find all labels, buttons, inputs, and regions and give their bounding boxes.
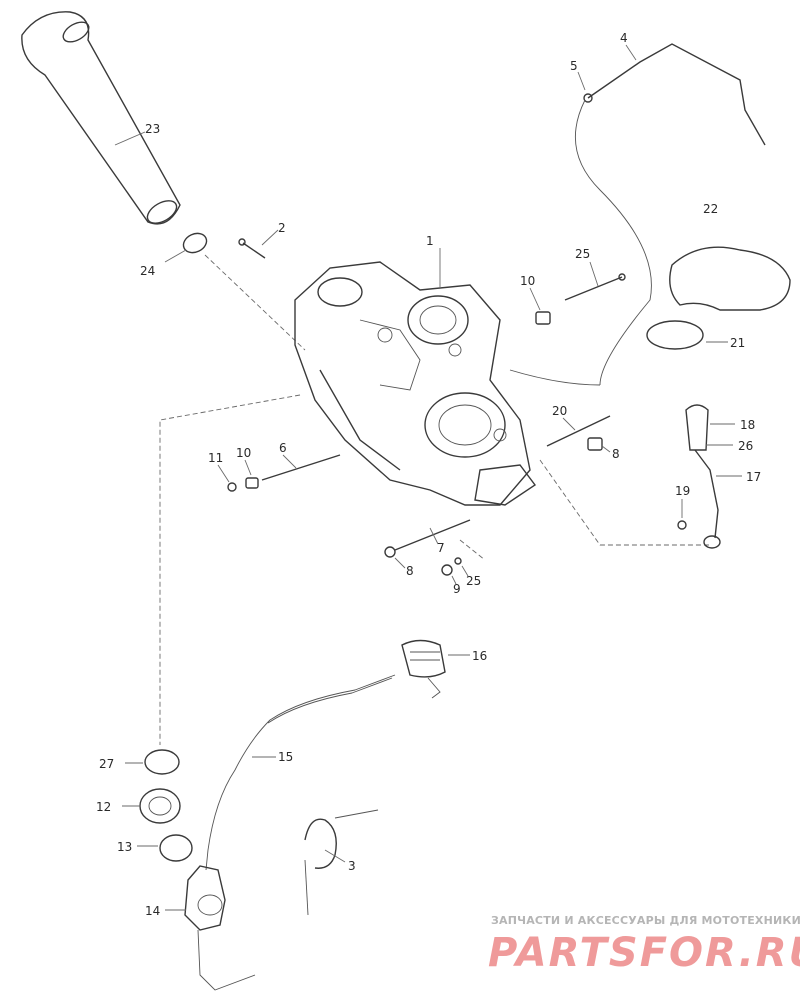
- callout-17: 17: [746, 470, 761, 484]
- part-8-nut-right: [587, 437, 611, 453]
- callout-8-lower: 8: [406, 564, 414, 578]
- callout-labels: 23 24 2 1 4 5 22 25 10 21 20 18 26 8 17 …: [96, 31, 761, 918]
- callout-25-lower: 25: [466, 574, 481, 588]
- part-13-ring: [137, 834, 193, 862]
- callout-27: 27: [99, 757, 114, 771]
- part-7-8-9-25-lower: [384, 519, 471, 585]
- callout-22: 22: [703, 202, 718, 216]
- part-22-air-boot: [669, 246, 791, 311]
- part-16-switch: [401, 639, 470, 699]
- callout-9: 9: [453, 582, 461, 596]
- callout-10-lower: 10: [236, 446, 251, 460]
- callout-25-upper: 25: [575, 247, 590, 261]
- part-2-screw: [238, 229, 279, 259]
- part-4-5-throttle-lever-cable: [509, 43, 766, 386]
- callout-13: 13: [117, 840, 132, 854]
- callout-6: 6: [279, 441, 287, 455]
- part-25-bolt-upper: [564, 261, 626, 301]
- assembly-lines: [159, 254, 710, 745]
- part-6-10-11-rod-fitting: [217, 454, 341, 492]
- part-23-intake-hose: [21, 11, 181, 225]
- callout-4: 4: [620, 31, 628, 45]
- part-17-18-19-26-linkage: [677, 404, 742, 549]
- callout-15: 15: [278, 750, 293, 764]
- callout-3: 3: [348, 859, 356, 873]
- part-10-fitting-upper: [529, 287, 551, 325]
- part-24-clamp: [164, 232, 208, 263]
- part-15-cable: [205, 674, 396, 871]
- callout-12: 12: [96, 800, 111, 814]
- callout-11: 11: [208, 451, 223, 465]
- callout-5: 5: [570, 59, 578, 73]
- part-12-cap: [122, 788, 181, 824]
- callout-8-right: 8: [612, 447, 620, 461]
- callout-2: 2: [278, 221, 286, 235]
- part-20-rod: [546, 415, 611, 447]
- callout-10-upper: 10: [520, 274, 535, 288]
- part-27-clamp: [125, 749, 180, 775]
- callout-20: 20: [552, 404, 567, 418]
- callout-19: 19: [675, 484, 690, 498]
- callout-1: 1: [426, 234, 434, 248]
- callout-7: 7: [437, 541, 445, 555]
- part-14-housing: [165, 865, 256, 991]
- callout-23: 23: [145, 122, 160, 136]
- callout-24: 24: [140, 264, 155, 278]
- part-1-throttle-body: [294, 248, 537, 506]
- callout-18: 18: [740, 418, 755, 432]
- callout-16: 16: [472, 649, 487, 663]
- callout-26: 26: [738, 439, 753, 453]
- part-21-clamp: [646, 320, 728, 350]
- part-3-loop-cable: [304, 809, 379, 916]
- callout-14: 14: [145, 904, 160, 918]
- callout-21: 21: [730, 336, 745, 350]
- watermark-tagline: ЗАПЧАСТИ И АКСЕССУАРЫ ДЛЯ МОТОТЕХНИКИ: [491, 914, 800, 927]
- watermark-brand-logo: PARTSFOR.RU: [488, 930, 800, 976]
